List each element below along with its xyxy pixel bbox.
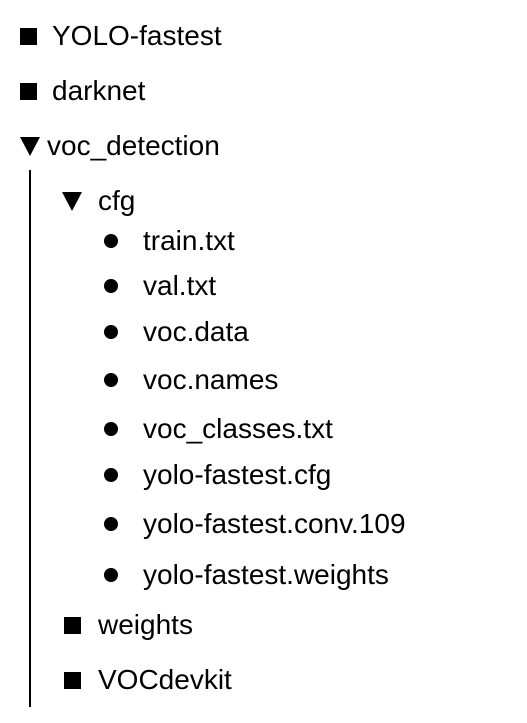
tree-guide-line <box>29 170 31 707</box>
circle-bullet-icon <box>104 325 118 339</box>
tree-item-label: weights <box>98 609 193 640</box>
tree-item-label: darknet <box>52 75 146 106</box>
tree-item-label: YOLO-fastest <box>52 20 222 51</box>
circle-bullet-icon <box>104 373 118 387</box>
tree-item-label: VOCdevkit <box>98 664 232 695</box>
file-name: yolo-fastest.cfg <box>143 459 332 490</box>
tree-file-item[interactable]: voc.names <box>104 360 278 400</box>
tree-file-item[interactable]: train.txt <box>104 221 235 261</box>
tree-folder-cfg[interactable]: cfg <box>62 181 135 221</box>
tree-file-item[interactable]: voc_classes.txt <box>104 409 333 449</box>
file-name: voc_classes.txt <box>143 413 333 444</box>
file-name: voc.names <box>143 364 279 395</box>
circle-bullet-icon <box>104 279 118 293</box>
expanded-triangle-icon[interactable] <box>20 136 40 156</box>
tree-file-item[interactable]: voc.data <box>104 312 249 352</box>
file-name: yolo-fastest.weights <box>143 559 389 590</box>
file-name: yolo-fastest.conv.109 <box>143 508 406 539</box>
tree-file-item[interactable]: val.txt <box>104 266 216 306</box>
circle-bullet-icon <box>104 517 118 531</box>
square-bullet-icon <box>64 671 81 689</box>
tree-item-darknet[interactable]: darknet <box>20 71 145 111</box>
tree-item-label: cfg <box>98 185 136 216</box>
circle-bullet-icon <box>104 422 118 436</box>
square-bullet-icon <box>20 27 37 45</box>
tree-item-label: voc_detection <box>47 130 220 161</box>
square-bullet-icon <box>20 82 37 100</box>
circle-bullet-icon <box>104 234 118 248</box>
file-name: val.txt <box>143 270 217 301</box>
tree-folder-weights[interactable]: weights <box>64 605 193 645</box>
file-name: train.txt <box>143 225 235 256</box>
tree-file-item[interactable]: yolo-fastest.conv.109 <box>104 504 406 544</box>
file-name: voc.data <box>143 316 249 347</box>
tree-folder-vocdevkit[interactable]: VOCdevkit <box>64 660 232 700</box>
tree-item-yolo-fastest[interactable]: YOLO-fastest <box>20 16 222 56</box>
square-bullet-icon <box>64 616 81 634</box>
tree-file-item[interactable]: yolo-fastest.cfg <box>104 455 331 495</box>
tree-folder-voc-detection[interactable]: voc_detection <box>20 126 220 166</box>
tree-file-item[interactable]: yolo-fastest.weights <box>104 555 389 595</box>
expanded-triangle-icon[interactable] <box>62 191 82 211</box>
circle-bullet-icon <box>104 568 118 582</box>
circle-bullet-icon <box>104 468 118 482</box>
